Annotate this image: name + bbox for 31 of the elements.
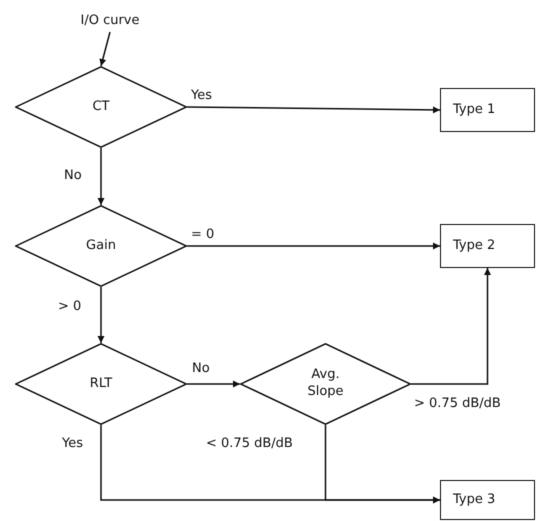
arrow [187,242,440,250]
edge-label: Yes [62,436,83,451]
arrow [100,425,440,504]
node-label: Avg. Slope [306,367,345,401]
node-label: Gain [86,238,116,254]
node-label: RLT [90,376,112,392]
arrow [187,380,240,388]
node-label: Type 1 [453,102,496,118]
decision-diamond [240,343,411,425]
input-label: I/O curve [80,12,140,30]
node-label: Type 3 [453,492,496,508]
edge-label: No [64,168,82,183]
node-label: CT [92,98,110,116]
edge-label: = 0 [191,227,214,242]
process-box [440,480,535,520]
arrow [187,106,440,114]
arrow [411,268,491,385]
decision-diamond [15,205,187,287]
node-label: Type 2 [453,238,496,254]
arrow [98,287,104,343]
edge-label: > 0 [58,299,82,314]
arrow [99,32,111,66]
decision-diamond [15,66,187,148]
edge-label: > 0.75 dB/dB [414,396,501,411]
process-box [440,224,535,268]
arrow [98,148,104,205]
edge-label: No [192,361,210,376]
decision-diamond [15,343,187,425]
edge-label: Yes [191,88,212,103]
edge-label: < 0.75 dB/dB [206,436,293,451]
process-box [440,88,535,132]
